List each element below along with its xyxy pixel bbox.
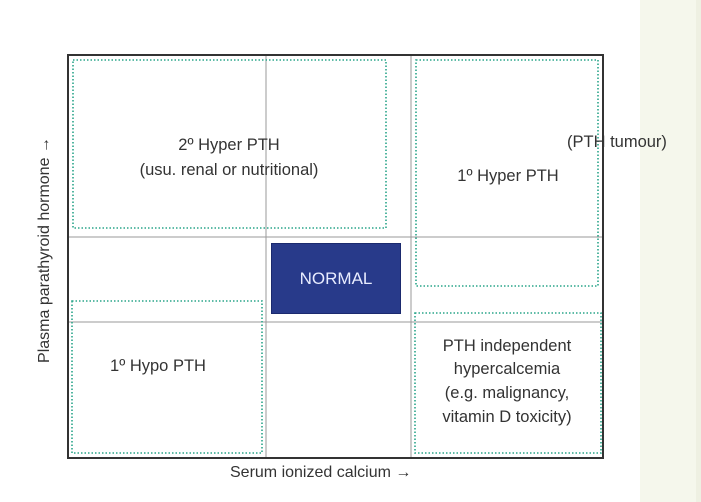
diagram-frame bbox=[67, 54, 604, 459]
region-outline-pth-independent bbox=[414, 312, 602, 454]
x-axis-label: Serum ionized calcium → bbox=[230, 464, 412, 481]
side-panel bbox=[640, 0, 701, 502]
side-panel-edge bbox=[696, 0, 701, 502]
region-outline-secondary-hyper bbox=[72, 59, 387, 229]
secondary-hyper-label-2: (usu. renal or nutritional) bbox=[139, 161, 319, 179]
pth-independent-label-3: (e.g. malignancy, bbox=[444, 384, 570, 402]
secondary-hyper-label-1: 2º Hyper PTH bbox=[178, 136, 280, 154]
normal-label: NORMAL bbox=[299, 268, 373, 288]
primary-hypo-label: 1º Hypo PTH bbox=[110, 357, 206, 375]
normal-region: NORMAL bbox=[271, 243, 401, 314]
pth-tumour-note: (PTH tumour) bbox=[567, 133, 667, 151]
region-outline-primary-hyper bbox=[415, 59, 599, 287]
pth-independent-label-2: hypercalcemia bbox=[453, 360, 561, 378]
region-outline-primary-hypo bbox=[71, 300, 263, 454]
primary-hyper-label: 1º Hyper PTH bbox=[457, 167, 559, 185]
y-axis-label: Plasma parathyroid hormone → bbox=[36, 137, 53, 363]
pth-independent-label-1: PTH independent bbox=[442, 337, 572, 355]
pth-independent-label-4: vitamin D toxicity) bbox=[442, 408, 572, 426]
